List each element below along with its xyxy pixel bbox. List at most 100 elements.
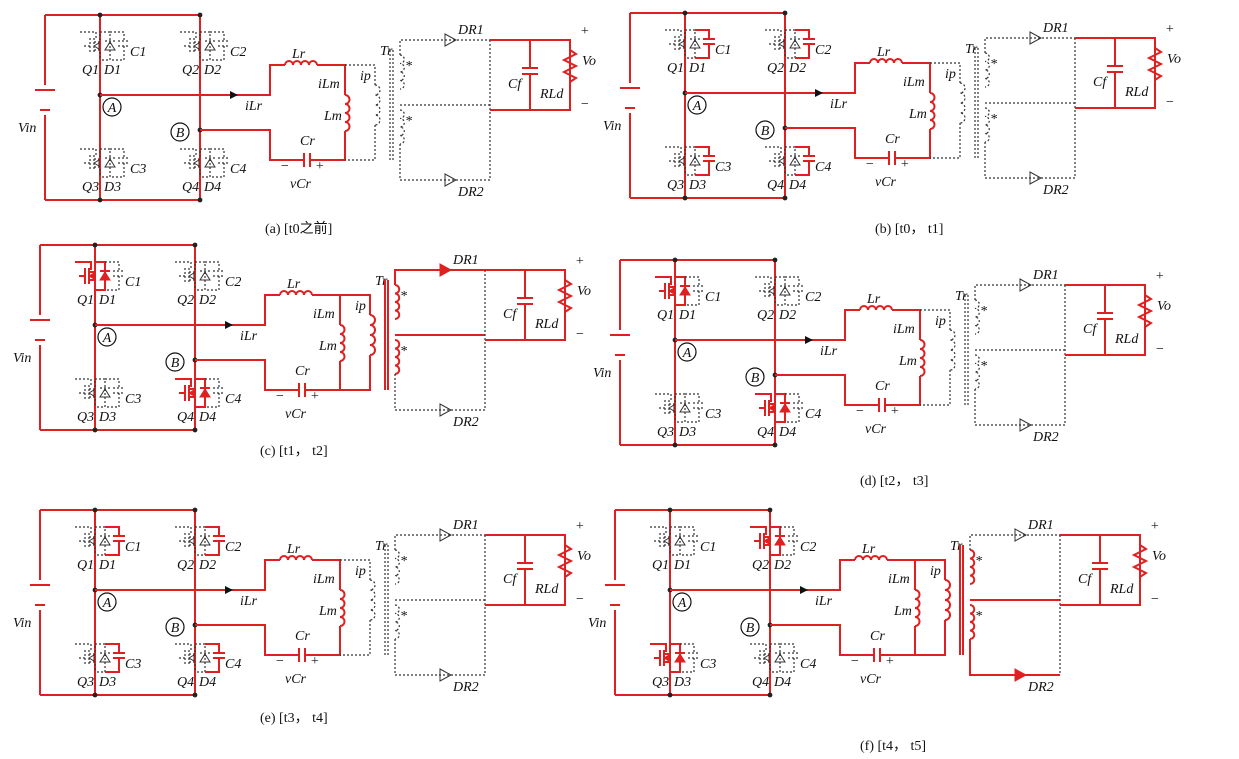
tr-secondary-bottom <box>394 604 400 640</box>
cap-wire-top <box>680 643 695 653</box>
node-b-circle <box>165 617 185 637</box>
dr1-wire <box>399 39 490 55</box>
tr-secondary-top <box>969 549 976 585</box>
node-b-circle <box>165 352 185 372</box>
diode-icon <box>774 653 786 663</box>
mosfet-drain <box>750 526 767 535</box>
cap-wire-bottom <box>795 161 810 176</box>
mosfet-s <box>664 544 671 555</box>
diode-wire <box>100 148 111 178</box>
dr2-wire <box>984 142 1075 179</box>
cap-wire-top <box>110 31 125 41</box>
vo-minus: − <box>1155 342 1164 357</box>
tank-top-wire <box>95 294 280 326</box>
cap-wire-bottom <box>110 46 125 61</box>
dr2-diode-icon <box>439 668 453 682</box>
mosfet-d <box>189 262 196 273</box>
tr-label: Tr <box>965 42 978 57</box>
lm-inductor <box>344 94 351 132</box>
mosfet-arrow <box>768 287 775 295</box>
q1-label: Q1 <box>82 63 99 78</box>
mosfet-drain <box>650 526 667 535</box>
junction-dot <box>92 242 98 248</box>
cap-wire-top <box>205 643 220 653</box>
mosfet-d <box>779 30 786 41</box>
diode-icon <box>199 271 211 281</box>
dr2-label: DR2 <box>452 415 479 430</box>
ip-label: ip <box>945 67 956 82</box>
d3-label: D3 <box>688 178 706 193</box>
tank-bottom-wire <box>310 131 346 161</box>
mosfet-s <box>779 47 786 58</box>
dot-mark-1: * <box>975 554 982 569</box>
mosfet-d <box>679 147 686 158</box>
vin-label: Vin <box>18 121 36 136</box>
dr2-label: DR2 <box>1032 430 1059 445</box>
cap-wire-bottom <box>205 393 220 408</box>
cap-wire-bottom <box>785 408 800 423</box>
plus-label: + <box>900 157 909 172</box>
mosfet-d <box>769 277 776 288</box>
q1-label: Q1 <box>667 61 684 76</box>
mosfet-s <box>89 279 96 290</box>
d4-label: D4 <box>203 180 221 195</box>
mosfet-s <box>679 47 686 58</box>
tr-primary-bottom <box>345 125 376 161</box>
mosfet-s <box>779 164 786 175</box>
diode-wire <box>785 29 796 59</box>
tr-secondary-top <box>399 54 405 90</box>
q4-label: Q4 <box>767 178 784 193</box>
cf-label: Cf <box>1083 322 1098 337</box>
plus-label: + <box>315 159 324 174</box>
diode-icon <box>99 388 111 398</box>
diode-wire <box>195 643 206 673</box>
cf-label: Cf <box>1093 75 1108 90</box>
vcr-label: vCr <box>285 407 307 422</box>
mosfet-d <box>189 527 196 538</box>
mosfet-arrow <box>188 537 195 545</box>
d2-label: D2 <box>773 558 791 573</box>
plus-label: + <box>310 654 319 669</box>
cap-wire-bottom <box>780 541 795 556</box>
d1-label: D1 <box>98 558 116 573</box>
tr-primary-top <box>920 309 951 330</box>
tr-secondary-bottom <box>969 604 976 640</box>
lr-inductor <box>279 290 313 296</box>
diode-wire <box>95 378 106 408</box>
c2-label: C2 <box>225 540 241 555</box>
diode-wire <box>675 393 686 423</box>
mosfet-drain <box>75 261 92 270</box>
rld-resistor <box>556 279 574 313</box>
junction-dot <box>92 427 98 433</box>
dr1-wire <box>974 284 1065 300</box>
c1-label: C1 <box>130 45 146 60</box>
tr-label: Tr <box>375 274 388 289</box>
cap-wire-top <box>695 29 710 39</box>
d1-label: D1 <box>678 308 696 323</box>
q3-label: Q3 <box>82 180 99 195</box>
cap-wire-top <box>685 276 700 286</box>
d1-label: D1 <box>673 558 691 573</box>
c1-label: C1 <box>125 540 141 555</box>
vo-minus: − <box>575 327 584 342</box>
dr1-label: DR1 <box>457 23 484 38</box>
junction-dot <box>192 427 198 433</box>
cap-wire-bottom <box>205 658 220 673</box>
c3-label: C3 <box>705 407 721 422</box>
tank-bottom-wire <box>305 626 341 656</box>
tr-primary <box>369 314 376 356</box>
diode-wire <box>685 29 696 59</box>
vin-label: Vin <box>13 351 31 366</box>
diode-wire <box>95 643 106 673</box>
ilm-label: iLm <box>313 572 335 587</box>
mosfet-arrow <box>663 654 670 662</box>
lm-label: Lm <box>318 339 337 354</box>
tr-primary-top <box>340 559 371 580</box>
ilr-arrow <box>800 586 808 594</box>
junction-dot <box>672 257 678 263</box>
